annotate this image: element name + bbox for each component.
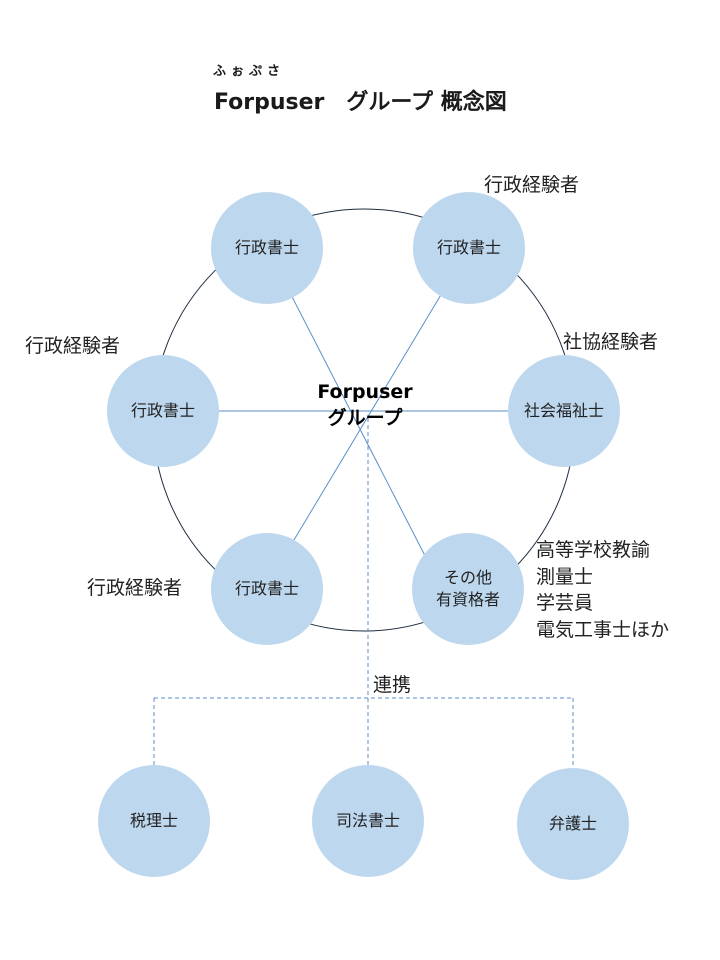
partner-node-tax-accountant: 税理士 xyxy=(98,765,210,877)
link-label: 連携 xyxy=(373,674,412,696)
note-top-right: 行政経験者 xyxy=(484,174,580,196)
node-top-left: 行政書士 xyxy=(211,192,323,304)
page-title: Forpuser グループ 概念図 xyxy=(214,90,507,115)
node-right: 社会福祉士 xyxy=(508,355,620,467)
note-bottom-left: 行政経験者 xyxy=(87,577,183,599)
spoke-top-right xyxy=(266,247,470,586)
note-left: 行政経験者 xyxy=(25,335,121,357)
node-left: 行政書士 xyxy=(107,355,219,467)
node-bottom-left: 行政書士 xyxy=(211,533,323,645)
center-label: Forpuser グループ xyxy=(290,380,440,431)
partner-node-lawyer: 弁護士 xyxy=(517,768,629,880)
note-right: 社協経験者 xyxy=(563,331,659,353)
note-bottom-right: 高等学校教諭 測量士 学芸員 電気工事士ほか xyxy=(536,539,670,641)
node-bottom-right: その他 有資格者 xyxy=(412,533,524,645)
partner-node-judicial-scrivener: 司法書士 xyxy=(312,765,424,877)
title-ruby: ふぉぷさ xyxy=(213,64,286,79)
spoke-top-left xyxy=(266,247,441,586)
center-label-line1: Forpuser xyxy=(317,381,413,403)
node-top-right: 行政書士 xyxy=(413,192,525,304)
center-label-line2: グループ xyxy=(327,406,403,429)
